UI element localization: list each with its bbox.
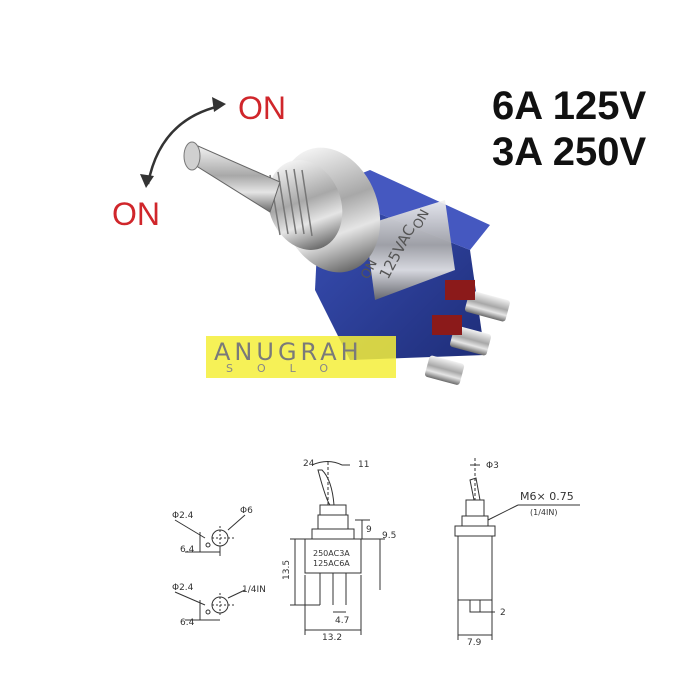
watermark: ANUGRAH SOLO <box>206 336 396 378</box>
dimension-drawing: Φ2.4 Φ6 6.4 Φ2.4 1/4IN 6.4 24 11 9 9.5 1… <box>172 458 580 648</box>
dim-front-top-width: 11 <box>358 460 369 470</box>
dim-front-h95: 9.5 <box>382 531 396 541</box>
dim-hole2-phi: Φ2.4 <box>172 583 194 593</box>
dim-front-body-width: 13.2 <box>322 633 342 643</box>
dim-front-angle: 24 <box>303 459 315 469</box>
dim-hole2-width: 6.4 <box>180 618 195 628</box>
dim-hole1-phi: Φ2.4 <box>172 511 194 521</box>
dim-side-thread: M6× 0.75 <box>520 490 574 503</box>
dim-hole1-width: 6.4 <box>180 545 195 555</box>
dim-front-h135: 13.5 <box>282 560 292 580</box>
dim-hole2-thread: 1/4IN <box>242 585 266 595</box>
dim-front-h9: 9 <box>366 525 372 535</box>
watermark-line-1: ANUGRAH <box>214 338 363 366</box>
dim-side-tip: Φ3 <box>486 461 499 471</box>
on-label-bottom: ON <box>112 196 160 232</box>
rating-line-1: 6A 125V <box>492 84 647 128</box>
watermark-line-2: SOLO <box>226 362 353 375</box>
toggle-switch-photo: 125VAC ON ON <box>183 141 510 385</box>
dim-front-pin-pitch: 4.7 <box>335 616 349 626</box>
dim-side-depth: 7.9 <box>467 638 482 648</box>
dim-side-thread-in: (1/4IN) <box>530 508 557 517</box>
dim-side-pin-height: 2 <box>500 608 506 618</box>
rating-line-2: 3A 250V <box>492 130 647 174</box>
on-label-top: ON <box>238 90 286 126</box>
dim-hole1-big-phi: Φ6 <box>240 506 253 516</box>
dim-front-body-label-2: 125AC6A <box>313 559 350 568</box>
rotation-arrow-icon <box>140 97 226 188</box>
dim-front-body-label-1: 250AC3A <box>313 549 350 558</box>
